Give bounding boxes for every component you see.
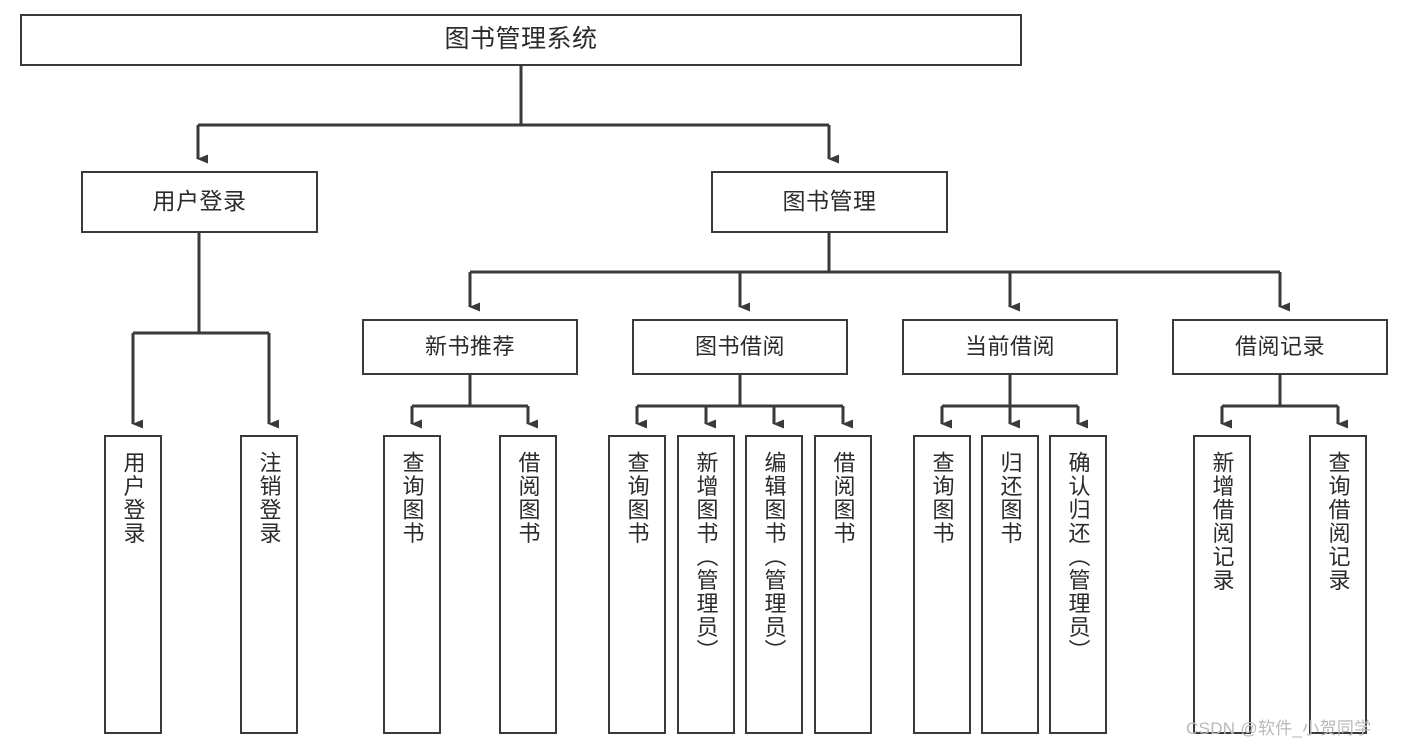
node-label: 图书借阅 <box>694 334 785 360</box>
node-label: 注销登录 <box>256 451 282 545</box>
node-label: 编辑图书（管理员） <box>761 451 787 663</box>
leaf-add-borrow-record[interactable]: 新增借阅记录 <box>1193 435 1251 734</box>
node-label: 用户登录 <box>120 451 146 545</box>
leaf-add-book[interactable]: 新增图书（管理员） <box>677 435 735 734</box>
leaf-user-login[interactable]: 用户登录 <box>104 435 162 734</box>
node-label: 确认归还（管理员） <box>1065 451 1091 663</box>
csdn-watermark: CSDN @软件_小贺同学 <box>1186 719 1372 738</box>
node-new-book-recommend[interactable]: 新书推荐 <box>362 319 578 375</box>
leaf-logout-login[interactable]: 注销登录 <box>240 435 298 734</box>
leaf-query-borrow-record[interactable]: 查询借阅记录 <box>1309 435 1367 734</box>
node-current-borrow[interactable]: 当前借阅 <box>902 319 1118 375</box>
leaf-return-book[interactable]: 归还图书 <box>981 435 1039 734</box>
leaf-query-book-borrow[interactable]: 查询图书 <box>608 435 666 734</box>
node-label: 新书推荐 <box>424 334 515 360</box>
node-label: 借阅图书 <box>515 451 541 545</box>
leaf-edit-book[interactable]: 编辑图书（管理员） <box>745 435 803 734</box>
leaf-query-book-current[interactable]: 查询图书 <box>913 435 971 734</box>
leaf-borrow-book-recommend[interactable]: 借阅图书 <box>499 435 557 734</box>
node-label: 当前借阅 <box>964 334 1055 360</box>
node-label: 查询图书 <box>929 451 955 545</box>
node-label: 新增图书（管理员） <box>693 451 719 663</box>
node-book-borrow[interactable]: 图书借阅 <box>632 319 848 375</box>
node-label: 查询图书 <box>624 451 650 545</box>
leaf-confirm-return[interactable]: 确认归还（管理员） <box>1049 435 1107 734</box>
leaf-query-book-recommend[interactable]: 查询图书 <box>383 435 441 734</box>
node-label: 图书管理系统 <box>444 25 598 54</box>
node-label: 归还图书 <box>997 451 1023 545</box>
node-borrow-record[interactable]: 借阅记录 <box>1172 319 1388 375</box>
node-label: 查询图书 <box>399 451 425 545</box>
node-root-system[interactable]: 图书管理系统 <box>20 14 1022 66</box>
node-label: 借阅图书 <box>830 451 856 545</box>
node-user-login[interactable]: 用户登录 <box>81 171 318 233</box>
node-label: 用户登录 <box>152 188 247 215</box>
node-label: 图书管理 <box>782 188 877 215</box>
node-label: 借阅记录 <box>1234 334 1325 360</box>
node-label: 查询借阅记录 <box>1325 451 1351 592</box>
leaf-borrow-book[interactable]: 借阅图书 <box>814 435 872 734</box>
node-book-management[interactable]: 图书管理 <box>711 171 948 233</box>
node-label: 新增借阅记录 <box>1209 451 1235 592</box>
